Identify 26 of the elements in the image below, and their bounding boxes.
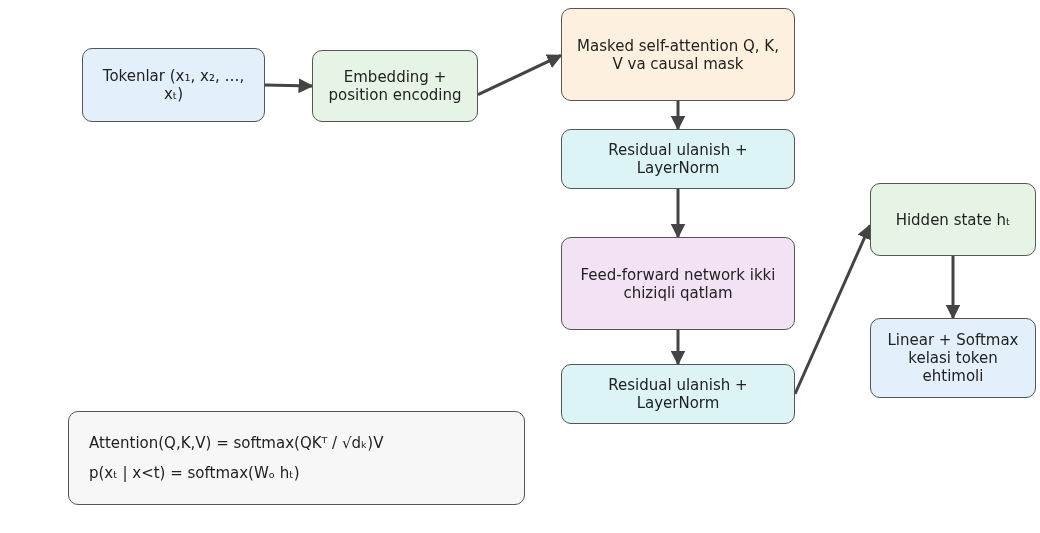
arrow	[670, 101, 686, 131]
box-label: Residual ulanish + LayerNorm	[607, 141, 749, 177]
process-box	[870, 318, 1036, 398]
process-box	[561, 129, 795, 189]
box-label: Hidden state hₜ	[895, 210, 1011, 229]
arrow	[945, 256, 961, 320]
box-label: Linear + Softmax kelasi token ehtimoli	[886, 331, 1020, 385]
arrow	[670, 330, 686, 366]
box-label: Embedding + position encoding	[327, 68, 463, 104]
process-box	[870, 183, 1036, 256]
process-box	[561, 8, 795, 101]
arrow	[477, 54, 563, 96]
process-box	[561, 364, 795, 424]
arrow	[264, 78, 314, 94]
box-label: Feed-forward network ikki chiziqli qatlam	[579, 265, 777, 302]
formula-box	[68, 411, 525, 505]
arrow	[793, 223, 872, 395]
process-box	[561, 237, 795, 330]
process-box	[312, 50, 478, 122]
box-label: Tokenlar (x₁, x₂, …, xₜ)	[101, 67, 246, 103]
formula-text: p(xₜ | x<t) = softmax(Wₒ hₜ)	[89, 464, 300, 482]
process-box	[82, 48, 265, 122]
formula-text: Attention(Q,K,V) = softmax(QKᵀ / √dₖ)V	[89, 434, 384, 452]
box-label: Masked self-attention Q, K, V va causal mask	[576, 36, 780, 73]
box-label: Residual ulanish + LayerNorm	[607, 376, 749, 412]
arrow	[670, 189, 686, 239]
